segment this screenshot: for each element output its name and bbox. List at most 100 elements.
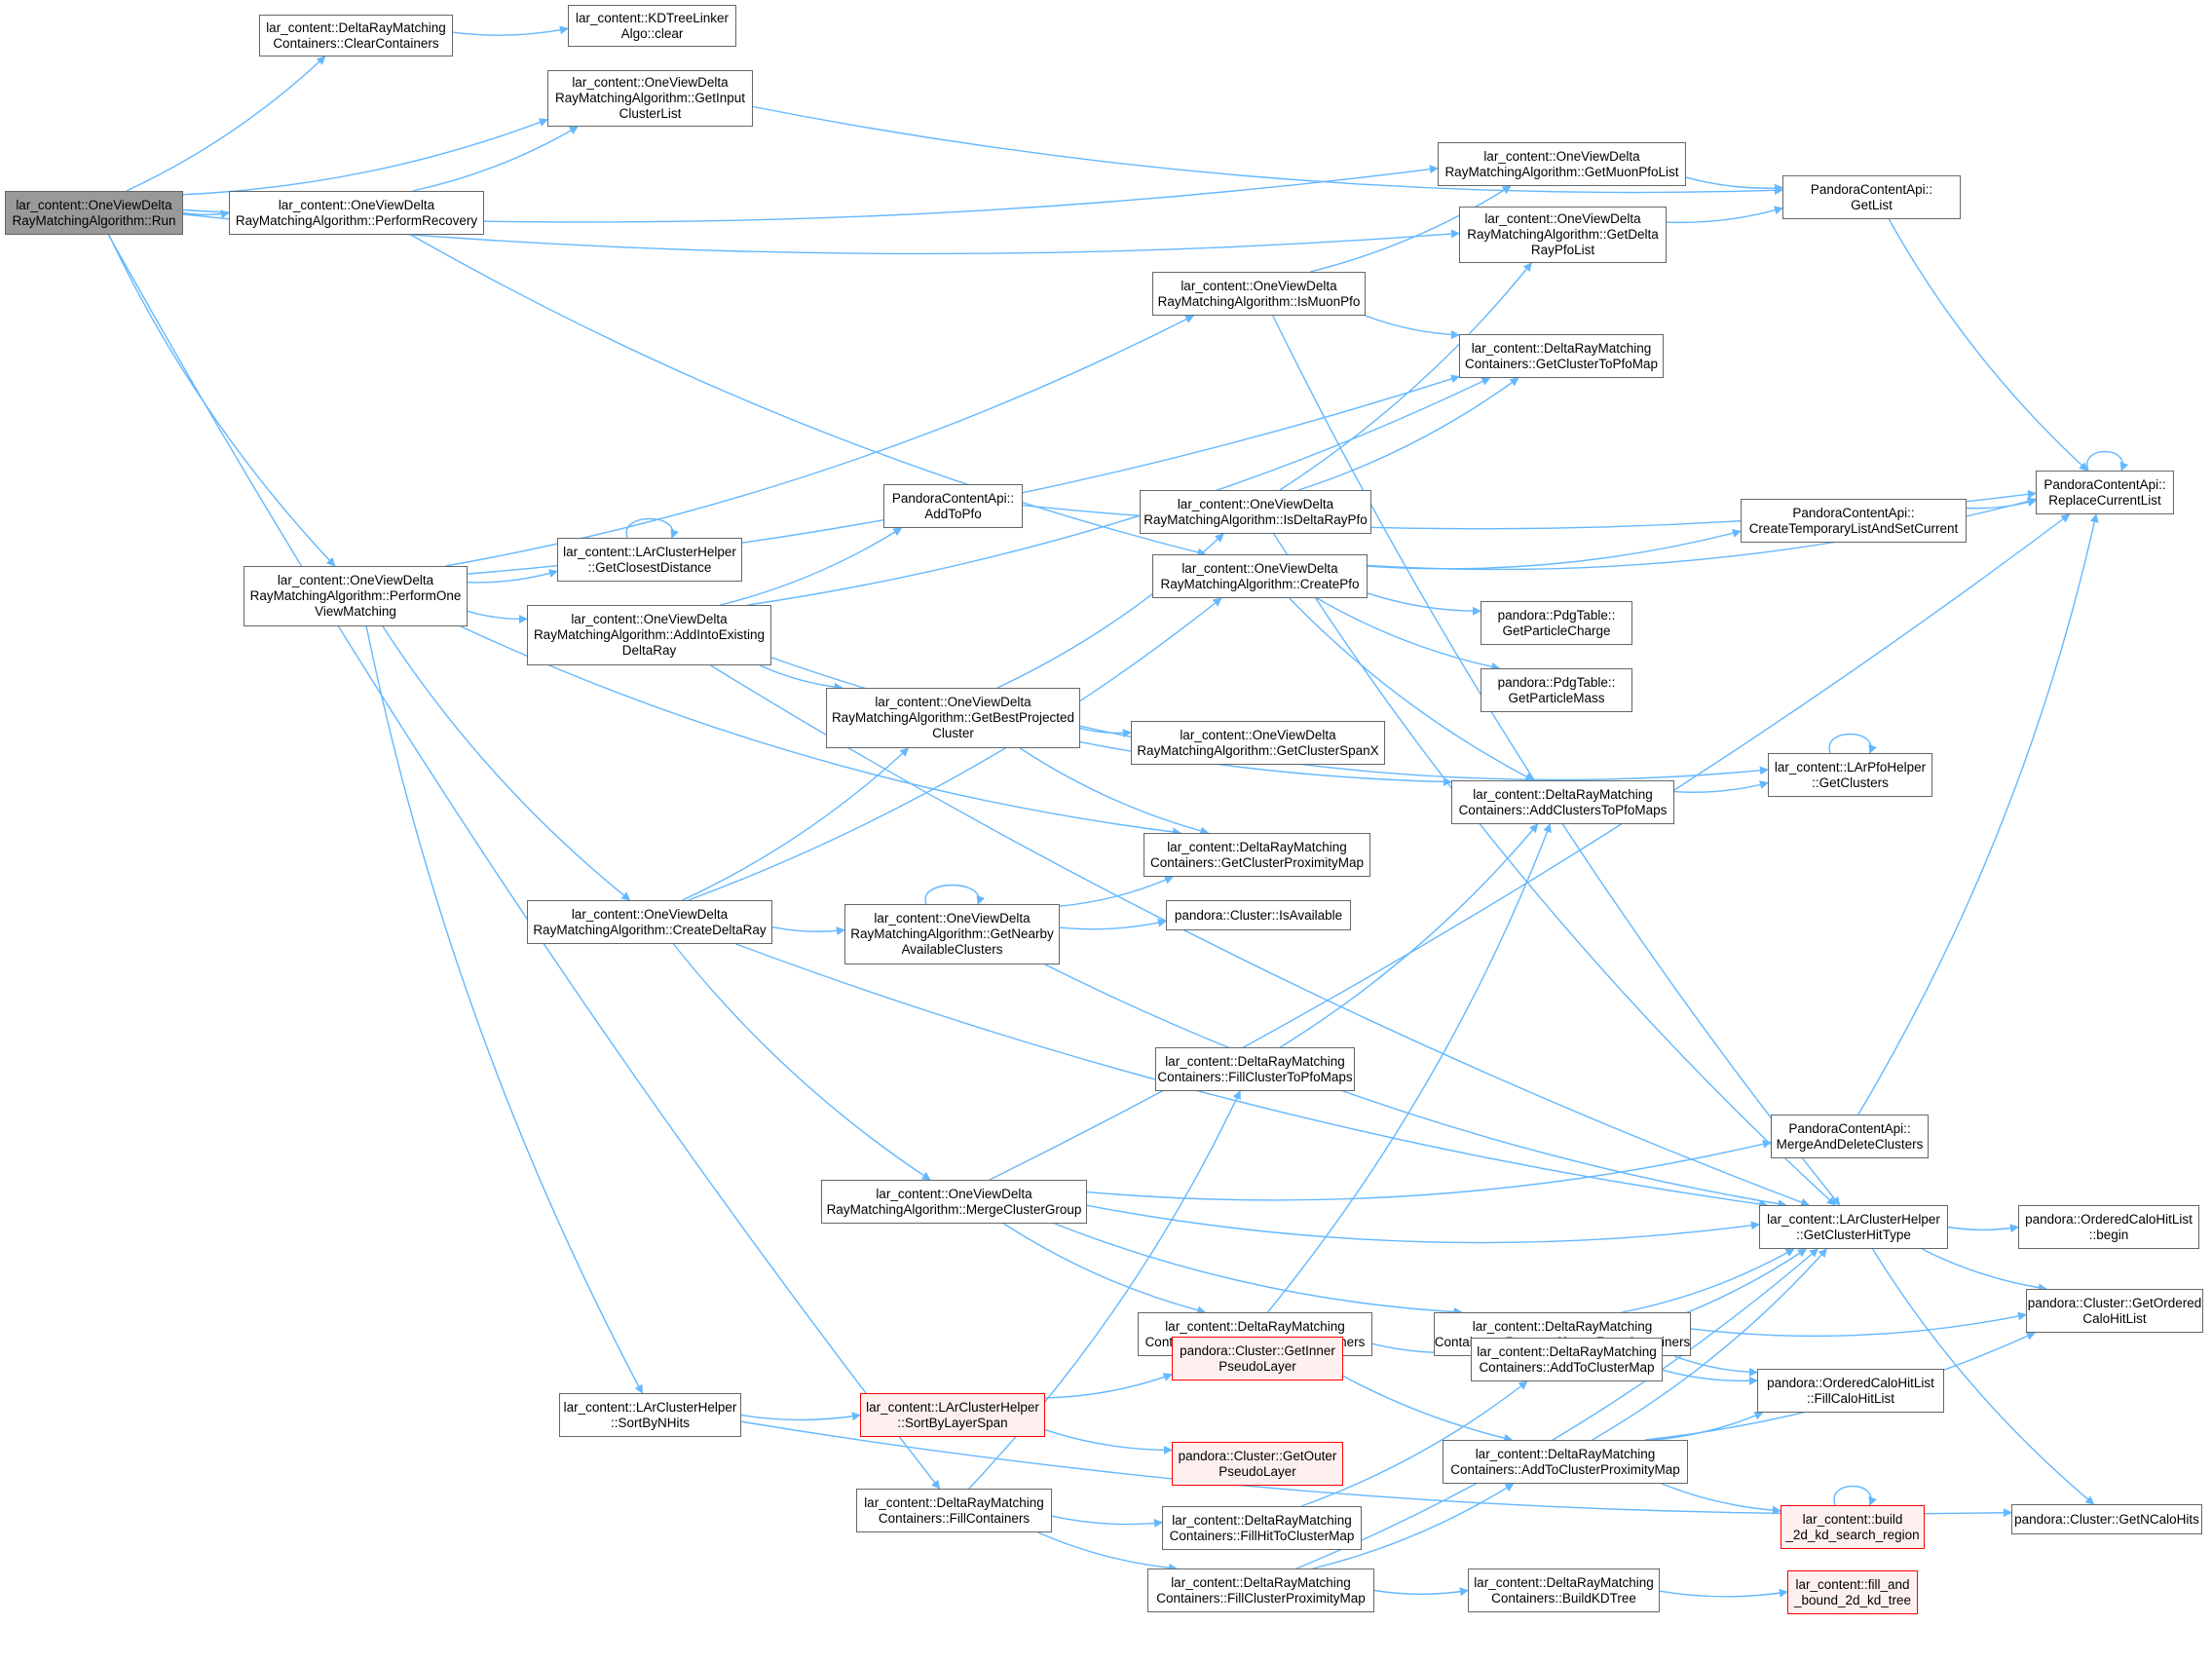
node-label-line: pandora::OrderedCaloHitList — [2025, 1211, 2193, 1227]
edge-getclusterhittype-to-getncalohits — [1871, 1248, 2095, 1505]
node-getlist[interactable]: PandoraContentApi::GetList — [1782, 175, 1961, 219]
node-label-line: lar_content::OneViewDelta — [278, 197, 435, 212]
node-label-line: GetList — [1851, 197, 1893, 212]
edge-createpfo-to-getparticlecharge — [1367, 592, 1481, 616]
node-label-line: GetParticleMass — [1508, 690, 1605, 705]
edge-createpfo-to-getparticlemass — [1316, 597, 1501, 671]
node-label-line: lar_content::LArPfoHelper — [1774, 759, 1927, 775]
node-label-line: PandoraContentApi:: — [1810, 181, 1933, 197]
node-mergeanddeleteclusters[interactable]: PandoraContentApi::MergeAndDeleteCluster… — [1771, 1115, 1929, 1158]
node-label-line: lar_content::DeltaRayMatching — [1165, 1318, 1345, 1334]
node-addtopfo[interactable]: PandoraContentApi::AddToPfo — [883, 484, 1023, 528]
node-label-line: lar_content::LArClusterHelper — [1767, 1211, 1940, 1227]
node-fillcalohitlist[interactable]: pandora::OrderedCaloHitList::FillCaloHit… — [1757, 1369, 1944, 1413]
node-label-line: Containers::GetClusterToPfoMap — [1464, 356, 1659, 371]
node-getparticlecharge[interactable]: pandora::PdgTable::GetParticleCharge — [1481, 601, 1632, 645]
edge-getmuonpfolist-to-getlist — [1685, 176, 1783, 193]
node-label-line: lar_content::OneViewDelta — [876, 1186, 1032, 1201]
edge-addintoexistingdeltaray-to-getclusterhittype — [710, 664, 1811, 1207]
node-label-line: pandora::OrderedCaloHitList — [1767, 1375, 1934, 1390]
edge-addtoclusterproximitymap-to-build2dkdsearchregion — [1661, 1483, 1781, 1515]
edge-isdeltaraypfo-to-getclusterhittype — [1273, 533, 1836, 1206]
node-label-line: lar_content::DeltaRayMatching — [1475, 1446, 1656, 1461]
node-label-line: lar_content::fill_and — [1795, 1576, 1910, 1592]
node-label-line: lar_content::OneViewDelta — [1483, 148, 1640, 164]
edge-addintoexistingdeltaray-to-addtopfo — [720, 527, 903, 606]
node-label-line: RayMatchingAlgorithm::CreatePfo — [1160, 576, 1360, 591]
edge-performrecovery-to-createpfo — [410, 234, 1207, 557]
node-label-line: RayMatchingAlgorithm::GetDelta — [1467, 227, 1659, 242]
node-getclosestdistance[interactable]: lar_content::LArClusterHelper::GetCloses… — [557, 538, 742, 582]
node-label-line: ::SortByNHits — [610, 1415, 690, 1430]
edge-sortbylayerspan-to-getinnerpseudolayer — [1044, 1373, 1173, 1399]
edge-isdeltaraypfo-to-getdeltaraypfolist — [1279, 262, 1532, 491]
node-fillandbound2dkdtree[interactable]: lar_content::fill_and_bound_2d_kd_tree — [1787, 1570, 1918, 1614]
edge-removeclusterfromcontainers-to-getorderedcalohitlist — [1690, 1311, 2027, 1338]
node-createtemporarylist[interactable]: PandoraContentApi::CreateTemporaryListAn… — [1741, 499, 1967, 543]
edge-performoneviewmatching-to-ismuonpfo — [445, 315, 1195, 567]
node-label-line: lar_content::DeltaRayMatching — [864, 1494, 1044, 1510]
edge-mergeclustergroup-to-addclusterstocontainers — [1003, 1223, 1207, 1315]
node-build2dkdsearchregion[interactable]: lar_content::build_2d_kd_search_region — [1781, 1505, 1925, 1549]
edge-getclusterhittype-to-orderedcalohitlistbegin — [1947, 1224, 2019, 1233]
node-label-line: Containers::AddToClusterMap — [1479, 1359, 1655, 1375]
edge-createpfo-to-addclusterstopfomaps — [1289, 597, 1535, 781]
edge-getlist-to-replacecurrentlist — [1888, 218, 2088, 472]
node-getclusterhittype[interactable]: lar_content::LArClusterHelper::GetCluste… — [1759, 1205, 1948, 1249]
node-larpfohelpergetclusters[interactable]: lar_content::LArPfoHelper::GetClusters — [1768, 753, 1932, 797]
node-sortbylayerspan[interactable]: lar_content::LArClusterHelper::SortByLay… — [860, 1393, 1045, 1437]
edge-getnearbyavailableclusters-to-getnearbyavailableclusters — [924, 884, 986, 905]
node-orderedcalohitlistbegin[interactable]: pandora::OrderedCaloHitList::begin — [2018, 1205, 2199, 1249]
edge-createdeltaray-to-getclusterhittype — [735, 943, 1769, 1209]
edge-createpfo-to-createtemporarylist — [1367, 528, 1742, 570]
node-replacecurrentlist[interactable]: PandoraContentApi::ReplaceCurrentList — [2036, 471, 2174, 514]
node-label-line: RayMatchingAlgorithm::CreateDeltaRay — [533, 922, 767, 937]
node-label-line: lar_content::LArClusterHelper — [563, 1399, 737, 1415]
node-getncalohits[interactable]: pandora::Cluster::GetNCaloHits — [2011, 1504, 2202, 1534]
node-label-line: Containers::AddClustersToPfoMaps — [1458, 802, 1668, 817]
node-label-line: PseudoLayer — [1218, 1463, 1296, 1479]
edge-getbestprojectedcluster-to-getclusterproximitymap — [1019, 747, 1210, 836]
edge-ismuonpfo-to-getmuonpfolist — [1309, 185, 1512, 273]
edge-fillclustertopfomaps-to-addclusterstopfomaps — [1280, 823, 1539, 1048]
edge-fillcontainers-to-fillhittoclustermap — [1051, 1515, 1163, 1528]
node-isavailable[interactable]: pandora::Cluster::IsAvailable — [1166, 900, 1351, 930]
node-sortbynhits[interactable]: lar_content::LArClusterHelper::SortByNHi… — [559, 1393, 741, 1437]
edge-fillclusterproximitymap-to-buildkdtree — [1373, 1587, 1469, 1597]
node-label-line: lar_content::build — [1802, 1511, 1903, 1527]
node-getparticlemass[interactable]: pandora::PdgTable::GetParticleMass — [1481, 668, 1632, 712]
node-label-line: lar_content::DeltaRayMatching — [1472, 1318, 1653, 1334]
node-label-line: RayPfoList — [1530, 243, 1595, 257]
node-label-line: pandora::Cluster::GetNCaloHits — [2014, 1511, 2199, 1527]
